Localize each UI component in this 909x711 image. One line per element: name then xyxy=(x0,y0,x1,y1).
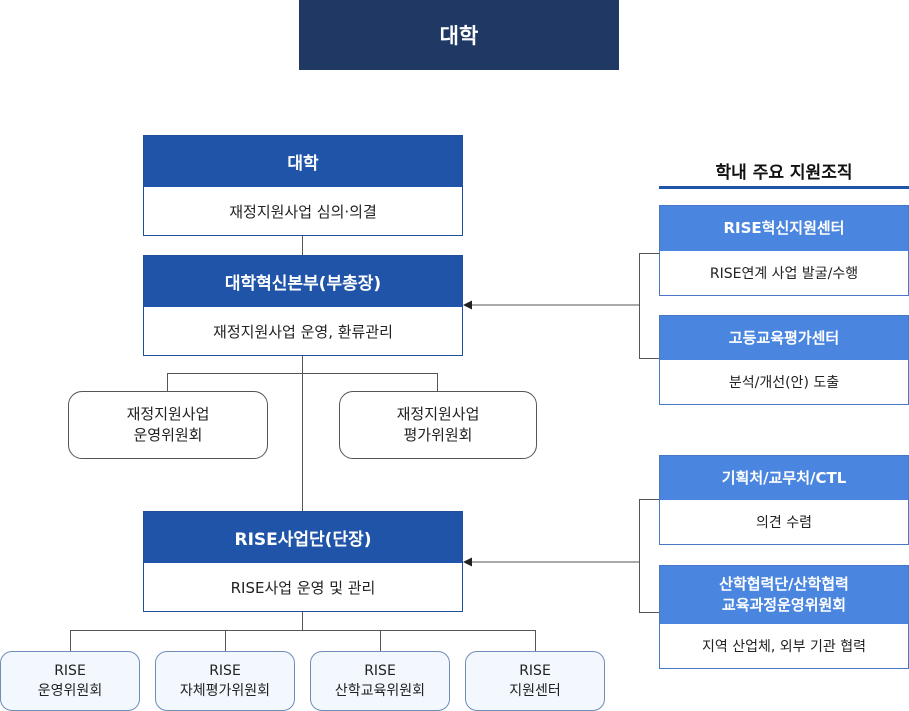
support-box-industry-coop-desc: 지역 산업체, 외부 기관 협력 xyxy=(702,639,866,655)
connector-bottom-2 xyxy=(225,630,226,651)
support-box-planning-desc: 의견 수렴 xyxy=(756,515,812,531)
support-box-rise-innovation-title: RISE혁신지원센터 xyxy=(660,206,908,251)
bracket-lower-top xyxy=(639,499,659,500)
committee-ops-box: 재정지원사업 운영위원회 xyxy=(68,391,268,459)
support-box-planning: 기획처/교무처/CTL 의견 수렴 xyxy=(659,455,909,545)
bottom-box-ops-line2: 운영위원회 xyxy=(37,683,103,699)
bottom-box-support-center-line2: 지원센터 xyxy=(509,683,561,699)
support-box-industry-coop-title-line2: 교육과정운영위원회 xyxy=(721,596,847,614)
support-box-industry-coop-title: 산학협력단/산학협력 교육과정운영위원회 xyxy=(660,566,908,624)
connector-university-hq xyxy=(302,234,303,256)
support-box-eval-center: 고등교육평가센터 분석/개선(안) 도출 xyxy=(659,315,909,405)
bracket-lower-bottom xyxy=(639,612,659,613)
university-desc: 재정지원사업 심의·의결 xyxy=(229,202,377,221)
rise-unit-title: RISE사업단(단장) xyxy=(144,512,462,563)
bottom-box-selfeval-line2: 자체평가위원회 xyxy=(179,683,271,699)
hq-title: 대학혁신본부(부총장) xyxy=(144,256,462,307)
support-box-industry-coop: 산학협력단/산학협력 교육과정운영위원회 지역 산업체, 외부 기관 협력 xyxy=(659,565,909,669)
hq-desc: 재정지원사업 운영, 환류관리 xyxy=(213,322,393,341)
university-box: 대학 재정지원사업 심의·의결 xyxy=(143,135,463,236)
bottom-box-industry-edu: RISE 산학교육위원회 xyxy=(310,651,450,711)
bottom-box-industry-edu-line2: 산학교육위원회 xyxy=(334,683,426,699)
connector-bottom-4 xyxy=(535,630,536,651)
committee-ops-line2: 운영위원회 xyxy=(133,426,203,444)
connector-bottom-horizontal xyxy=(70,630,536,631)
bracket-upper-bottom xyxy=(639,358,659,359)
connector-hq-rise xyxy=(302,353,303,511)
support-box-rise-innovation: RISE혁신지원센터 RISE연계 사업 발굴/수행 xyxy=(659,205,909,296)
committee-eval-line2: 평가위원회 xyxy=(403,426,473,444)
rise-unit-box: RISE사업단(단장) RISE사업 운영 및 관리 xyxy=(143,511,463,612)
connector-committee-ops xyxy=(167,373,168,391)
connector-committee-eval xyxy=(437,373,438,391)
committee-eval-box: 재정지원사업 평가위원회 xyxy=(339,391,537,459)
bracket-upper-vertical xyxy=(639,253,640,359)
arrow-to-hq-head xyxy=(463,300,472,310)
committee-ops-line1: 재정지원사업 xyxy=(126,405,210,423)
connector-bottom-3 xyxy=(380,630,381,651)
bottom-box-support-center-line1: RISE xyxy=(519,663,551,679)
support-section-title: 학내 주요 지원조직 xyxy=(659,155,909,189)
committee-eval-line1: 재정지원사업 xyxy=(396,405,480,423)
connector-rise-bottom xyxy=(302,610,303,631)
support-box-eval-center-title: 고등교육평가센터 xyxy=(660,316,908,360)
arrow-to-rise-head xyxy=(463,557,472,567)
bottom-box-support-center: RISE 지원센터 xyxy=(465,651,605,711)
connector-committees-horizontal xyxy=(167,373,438,374)
bottom-box-ops-line1: RISE xyxy=(54,663,86,679)
support-box-industry-coop-title-line1: 산학협력단/산학협력 xyxy=(719,575,849,593)
bottom-box-industry-edu-line1: RISE xyxy=(364,663,396,679)
university-title: 대학 xyxy=(144,136,462,187)
support-box-eval-center-desc: 분석/개선(안) 도출 xyxy=(728,375,840,391)
bottom-box-selfeval: RISE 자체평가위원회 xyxy=(155,651,295,711)
support-box-rise-innovation-desc: RISE연계 사업 발굴/수행 xyxy=(709,266,859,282)
connector-bottom-1 xyxy=(70,630,71,651)
bracket-upper-top xyxy=(639,253,659,254)
hq-box: 대학혁신본부(부총장) 재정지원사업 운영, 환류관리 xyxy=(143,255,463,356)
support-box-planning-title: 기획처/교무처/CTL xyxy=(660,456,908,500)
bracket-lower-vertical xyxy=(639,499,640,613)
rise-unit-desc: RISE사업 운영 및 관리 xyxy=(230,578,376,597)
top-banner-title: 대학 xyxy=(299,0,619,70)
bottom-box-selfeval-line1: RISE xyxy=(209,663,241,679)
bottom-box-ops: RISE 운영위원회 xyxy=(0,651,140,711)
